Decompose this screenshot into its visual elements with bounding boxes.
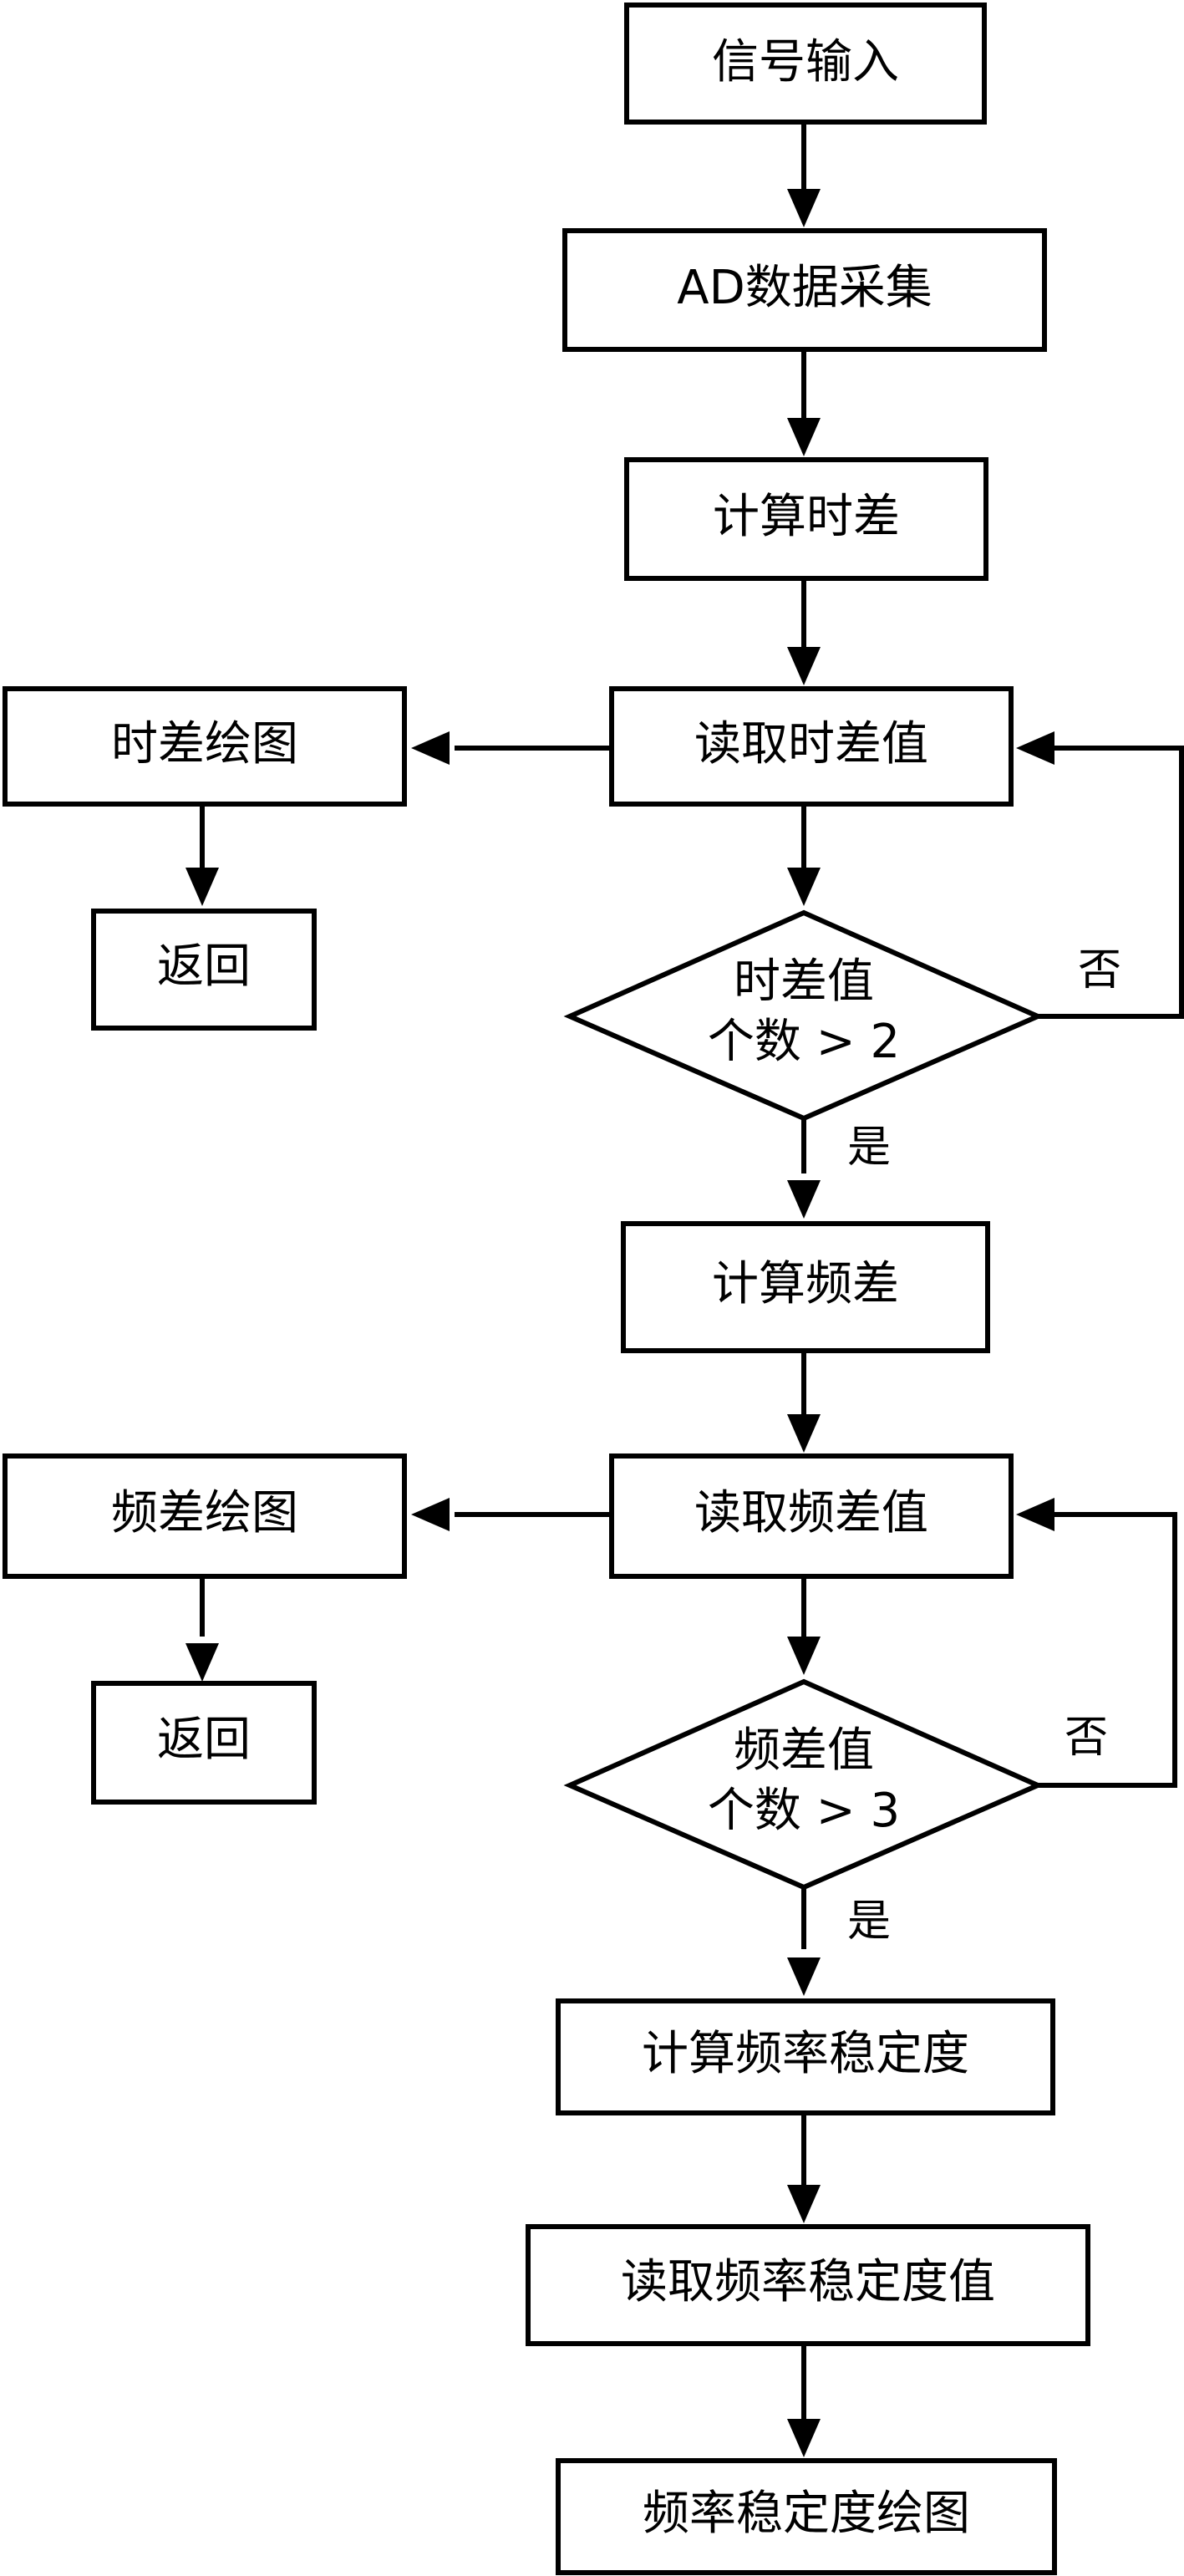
node-label: 计算频差	[712, 1257, 899, 1311]
edge-label-yes-1: 是	[847, 1123, 891, 1173]
edge-label-no-1: 否	[1078, 945, 1121, 995]
decision-label-line-2: 个数 > 3	[708, 1784, 900, 1838]
node-read-freq-diff: 读取频差值	[609, 1453, 1014, 1579]
node-freq-diff-plot: 频差绘图	[3, 1453, 407, 1579]
node-label: 计算时差	[713, 490, 900, 544]
arrowhead	[787, 189, 821, 227]
node-return-1: 返回	[91, 909, 317, 1031]
decision-label-line-1: 时差值	[734, 955, 874, 1009]
node-freq-stability-plot: 频率稳定度绘图	[556, 2458, 1057, 2575]
node-label: 读取频差值	[694, 1486, 928, 1540]
edge-label-yes-2: 是	[847, 1896, 891, 1947]
node-read-freq-stability: 读取频率稳定度值	[526, 2224, 1090, 2346]
edge-check-1-no-loop	[1038, 746, 1184, 1019]
arrowhead	[787, 647, 821, 685]
arrowhead	[787, 2185, 821, 2223]
node-signal-input: 信号输入	[624, 3, 987, 125]
node-label: 频差绘图	[111, 1486, 298, 1540]
node-read-time-diff: 读取时差值	[609, 686, 1014, 807]
edge-label-no-2: 否	[1065, 1713, 1108, 1763]
node-label: 读取频率稳定度值	[621, 2255, 995, 2309]
node-calc-time-diff: 计算时差	[624, 457, 988, 581]
arrowhead	[787, 1414, 821, 1453]
arrowheads	[185, 189, 1054, 2457]
arrowhead	[787, 868, 821, 906]
arrowhead	[185, 868, 219, 906]
node-return-2: 返回	[91, 1681, 317, 1805]
decision-time-diff-count: 时差值 个数 > 2	[563, 909, 1044, 1122]
arrowhead	[787, 1180, 821, 1219]
node-calc-freq-diff: 计算频差	[621, 1221, 990, 1353]
node-label: 时差绘图	[111, 717, 298, 771]
node-label: 信号输入	[712, 35, 899, 89]
arrowhead	[787, 1637, 821, 1675]
node-label: 读取时差值	[694, 717, 928, 771]
node-label: 返回	[157, 939, 251, 994]
arrowhead	[787, 418, 821, 456]
node-label: 返回	[157, 1713, 251, 1767]
arrowhead	[411, 731, 450, 765]
decision-freq-diff-count: 频差值 个数 > 3	[563, 1678, 1044, 1891]
decision-label-line-1: 频差值	[734, 1723, 874, 1778]
arrowhead	[787, 2419, 821, 2457]
decision-label-line-2: 个数 > 2	[708, 1015, 900, 1069]
arrowhead	[411, 1498, 450, 1531]
edge-check-2-no-loop	[1038, 1512, 1177, 1788]
node-calc-freq-stability: 计算频率稳定度	[556, 1998, 1055, 2115]
connectors	[200, 122, 1184, 2419]
node-label: AD数据采集	[677, 261, 932, 315]
node-label: 计算频率稳定度	[642, 2027, 969, 2081]
node-ad-acquisition: AD数据采集	[562, 228, 1047, 352]
arrowhead	[185, 1643, 219, 1682]
arrowhead	[1016, 731, 1054, 765]
node-label: 频率稳定度绘图	[643, 2487, 970, 2541]
node-time-diff-plot: 时差绘图	[3, 686, 407, 807]
arrowhead	[787, 1957, 821, 1996]
arrowhead	[1016, 1498, 1054, 1531]
